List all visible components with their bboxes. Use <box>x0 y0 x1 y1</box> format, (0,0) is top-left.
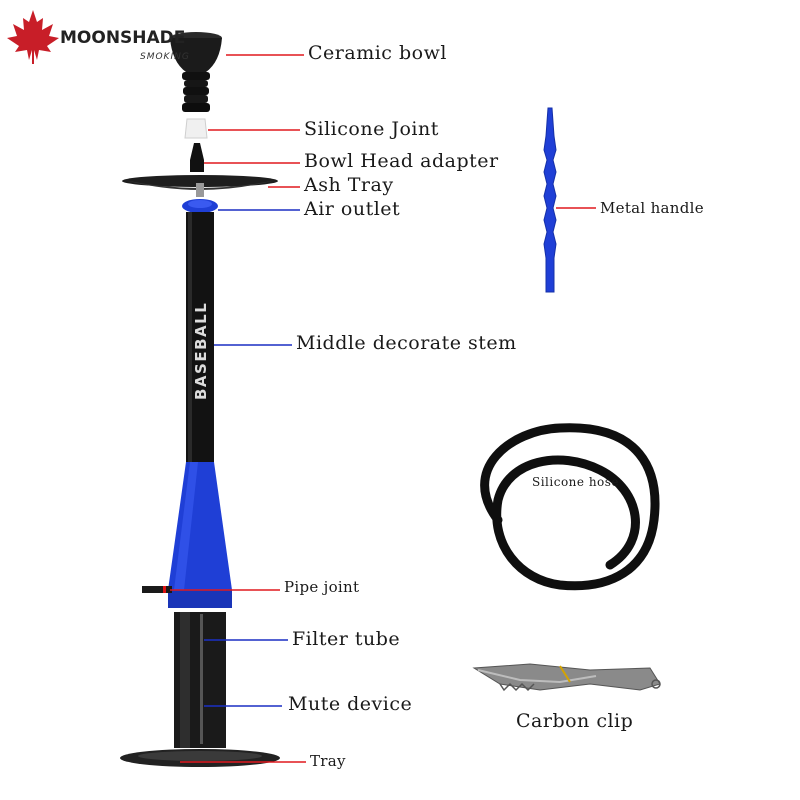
label-bowl-head-adapter: Bowl Head adapter <box>304 150 499 172</box>
leader-lines <box>170 54 596 763</box>
ceramic-bowl <box>170 32 222 112</box>
stem-text: BASEBALL <box>192 302 210 400</box>
label-silicone-hose: Silicone hose <box>532 475 620 489</box>
label-tray: Tray <box>310 752 346 770</box>
label-air-outlet: Air outlet <box>304 198 401 220</box>
label-mute-device: Mute device <box>288 693 413 715</box>
pipe-joint <box>142 586 172 593</box>
tray <box>120 749 280 767</box>
filter-tube <box>174 612 226 748</box>
maple-leaf-icon <box>7 10 59 64</box>
label-middle-stem: Middle decorate stem <box>296 332 517 354</box>
label-metal-handle: Metal handle <box>600 199 704 217</box>
brand-name: MOONSHADE <box>60 28 186 48</box>
carbon-clip <box>472 663 661 692</box>
label-ash-tray: Ash Tray <box>304 174 394 196</box>
brand-sub: SMOKING <box>140 52 190 62</box>
label-ceramic-bowl: Ceramic bowl <box>308 42 447 64</box>
label-carbon-clip: Carbon clip <box>516 710 634 732</box>
middle-decorate-stem <box>168 212 232 608</box>
label-filter-tube: Filter tube <box>292 628 401 650</box>
metal-handle <box>543 107 557 293</box>
label-silicone-joint: Silicone Joint <box>304 118 439 140</box>
air-outlet <box>182 199 218 213</box>
ash-tray <box>122 175 278 197</box>
label-pipe-joint: Pipe joint <box>284 578 360 596</box>
silicone-hose <box>480 423 660 591</box>
bowl-head-adapter <box>190 143 204 172</box>
silicone-joint <box>184 118 208 139</box>
